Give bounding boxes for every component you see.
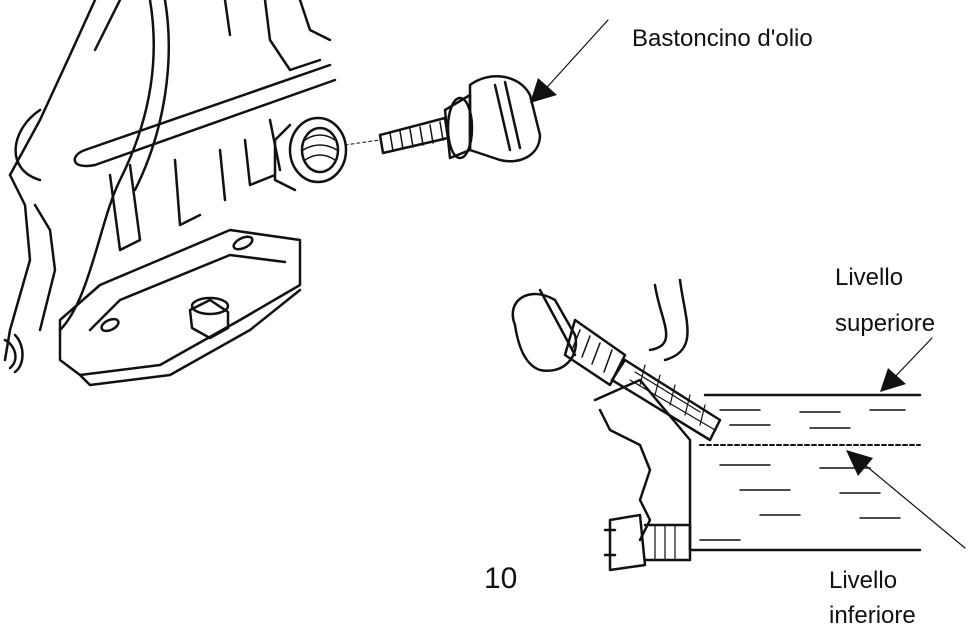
- engine-body-illustration: [3, 0, 348, 387]
- lower-level-label-line2: inferiore: [829, 602, 916, 629]
- upper-level-label-line2: superiore: [835, 310, 936, 337]
- page-number: 10: [484, 562, 518, 595]
- upper-level-pointer-arrow: [880, 337, 933, 392]
- oil-level-cutaway-illustration: [511, 278, 922, 572]
- dipstick-illustration: [344, 75, 542, 163]
- dipstick-pointer-arrow: [530, 19, 609, 103]
- lower-level-label-line1: Livello: [829, 567, 898, 594]
- dipstick-label: Bastoncino d'olio: [632, 25, 813, 52]
- upper-level-label-line1: Livello: [835, 264, 904, 291]
- lower-level-pointer-arrow: [846, 450, 966, 549]
